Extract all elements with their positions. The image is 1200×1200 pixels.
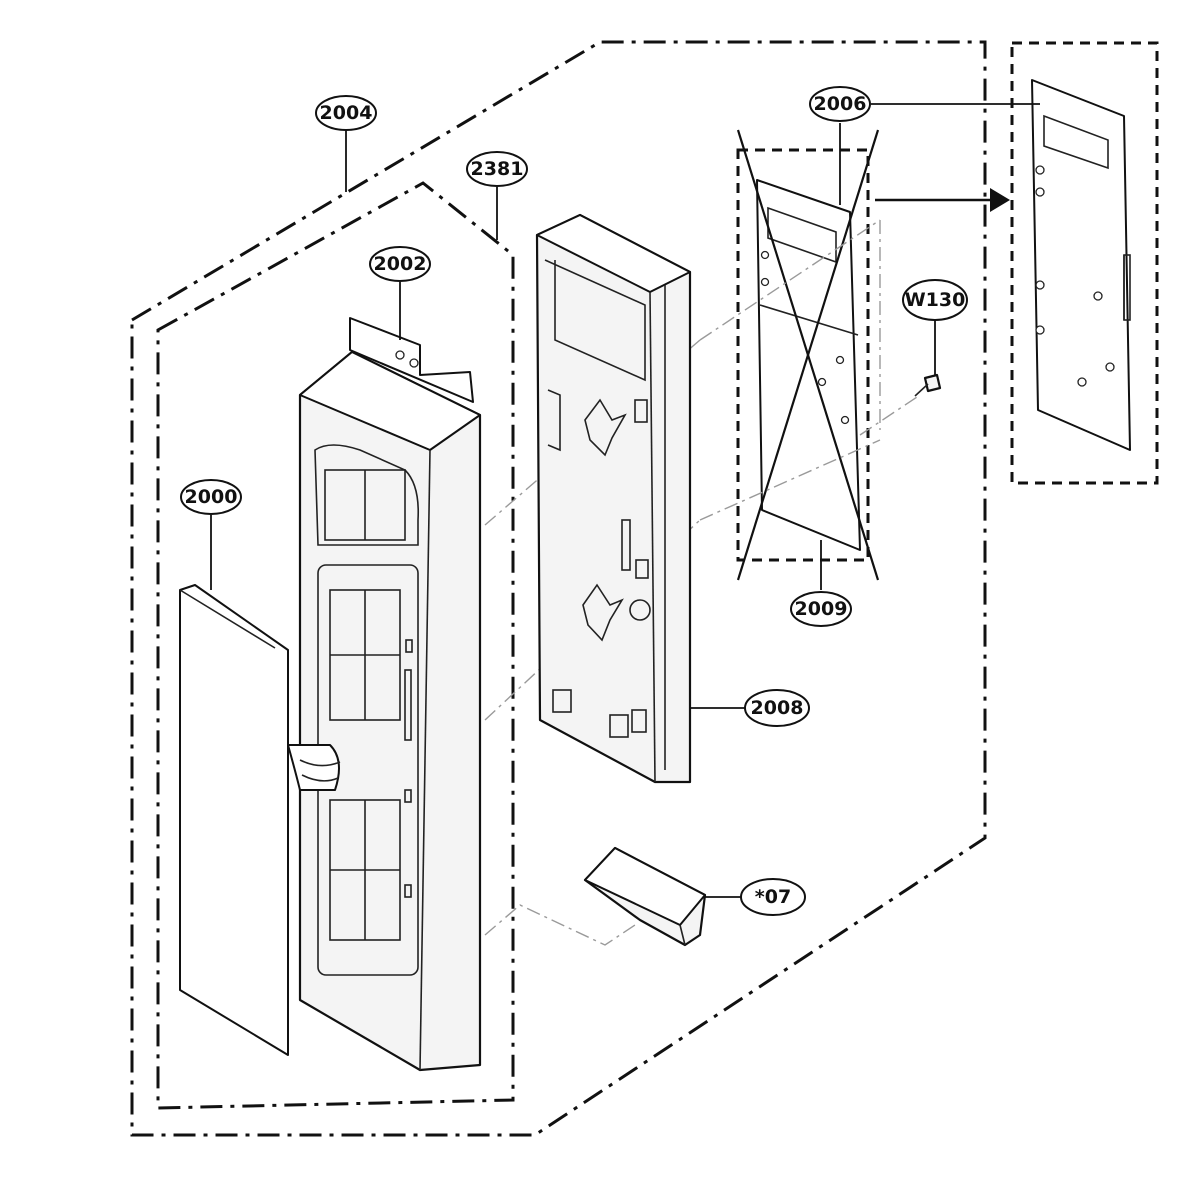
callout-2008-label: 2008: [751, 697, 804, 719]
replacement-board-box: [1010, 41, 1159, 485]
callout-w130: W130: [902, 279, 968, 321]
callout-2006-label: 2006: [814, 93, 867, 115]
callout-2004: 2004: [315, 95, 377, 131]
callout-w130-label: W130: [905, 289, 966, 311]
callout-2006: 2006: [809, 86, 871, 122]
callout-2004-label: 2004: [320, 102, 373, 124]
leader-lines: [210, 103, 1040, 898]
assembly-boundary-2381: [156, 181, 515, 1110]
callout-2381-label: 2381: [471, 158, 524, 180]
callout-2008: 2008: [744, 689, 810, 727]
ribbon-cable: [287, 744, 341, 791]
replacement-pcb: [1031, 79, 1131, 451]
cross-out-mark: [736, 129, 880, 581]
screw-w130: [914, 373, 942, 397]
callout-2000: 2000: [180, 479, 242, 515]
callout-07: *07: [740, 878, 806, 916]
callout-2002: 2002: [369, 246, 431, 282]
keypad-membrane: [179, 584, 289, 1056]
callout-2381: 2381: [466, 151, 528, 187]
clip-part: [583, 846, 707, 947]
callout-2009: 2009: [790, 591, 852, 627]
callout-07-label: *07: [755, 886, 791, 908]
callout-2009-label: 2009: [795, 598, 848, 620]
front-panel: [298, 317, 482, 1072]
assembly-boundary-2004: [130, 40, 987, 1137]
control-frame: [535, 213, 692, 784]
obsolete-pcb-box: [736, 148, 870, 562]
replacement-arrow: [875, 188, 1010, 212]
callout-2000-label: 2000: [185, 486, 238, 508]
callout-2002-label: 2002: [374, 253, 427, 275]
